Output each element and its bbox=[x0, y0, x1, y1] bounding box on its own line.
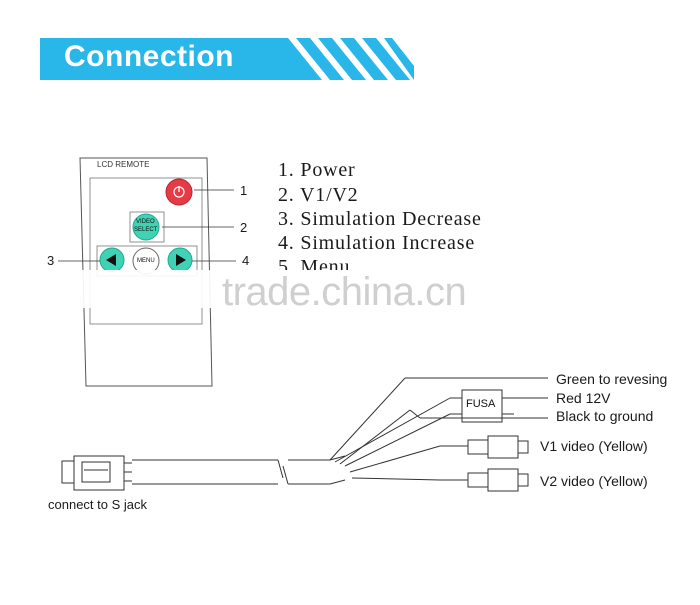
banner-stripe bbox=[362, 38, 410, 80]
connector-label: connect to S jack bbox=[48, 497, 147, 512]
left-arrow-icon bbox=[106, 254, 116, 266]
legend-item-power: 1. Power bbox=[278, 159, 356, 181]
remote-title: LCD REMOTE bbox=[97, 160, 150, 169]
right-arrow-icon bbox=[176, 254, 186, 266]
page-title: Connection bbox=[64, 40, 234, 73]
banner-bar bbox=[40, 38, 322, 80]
legend-item-simulation-decrease: 3. Simulation Decrease bbox=[278, 208, 482, 230]
callout-4: 4 bbox=[242, 253, 250, 268]
banner-stripe bbox=[340, 38, 388, 80]
wire-label-v2: V2 video (Yellow) bbox=[540, 473, 648, 489]
watermark: trade.china.cn bbox=[222, 270, 467, 314]
cable-diagram bbox=[61, 377, 548, 492]
banner-stripe bbox=[318, 38, 366, 80]
video-select-label-line2: SELECT bbox=[134, 227, 158, 233]
video-select-label-line1: VIDEO bbox=[136, 219, 155, 225]
callout-3: 3 bbox=[47, 253, 55, 268]
legend-item-simulation-increase: 4. Simulation Increase bbox=[278, 232, 475, 254]
wire-label-black: Black to ground bbox=[556, 408, 654, 424]
banner-stripe bbox=[384, 38, 414, 80]
legend-item-menu: 5. Menu bbox=[278, 256, 351, 270]
menu-label: MENU bbox=[137, 258, 155, 264]
wire-label-green: Green to revesing bbox=[556, 371, 668, 387]
wire-label-red: Red 12V bbox=[556, 390, 611, 406]
video-select-button bbox=[132, 213, 160, 241]
wire-label-v1: V1 video (Yellow) bbox=[540, 438, 648, 454]
banner-stripe bbox=[296, 38, 344, 80]
fuse-label: FUSA bbox=[466, 398, 496, 410]
legend-item-v1v2: 2. V1/V2 bbox=[278, 184, 359, 206]
callout-1: 1 bbox=[240, 183, 248, 198]
callout-2: 2 bbox=[240, 220, 248, 235]
watermark-band bbox=[30, 270, 450, 308]
